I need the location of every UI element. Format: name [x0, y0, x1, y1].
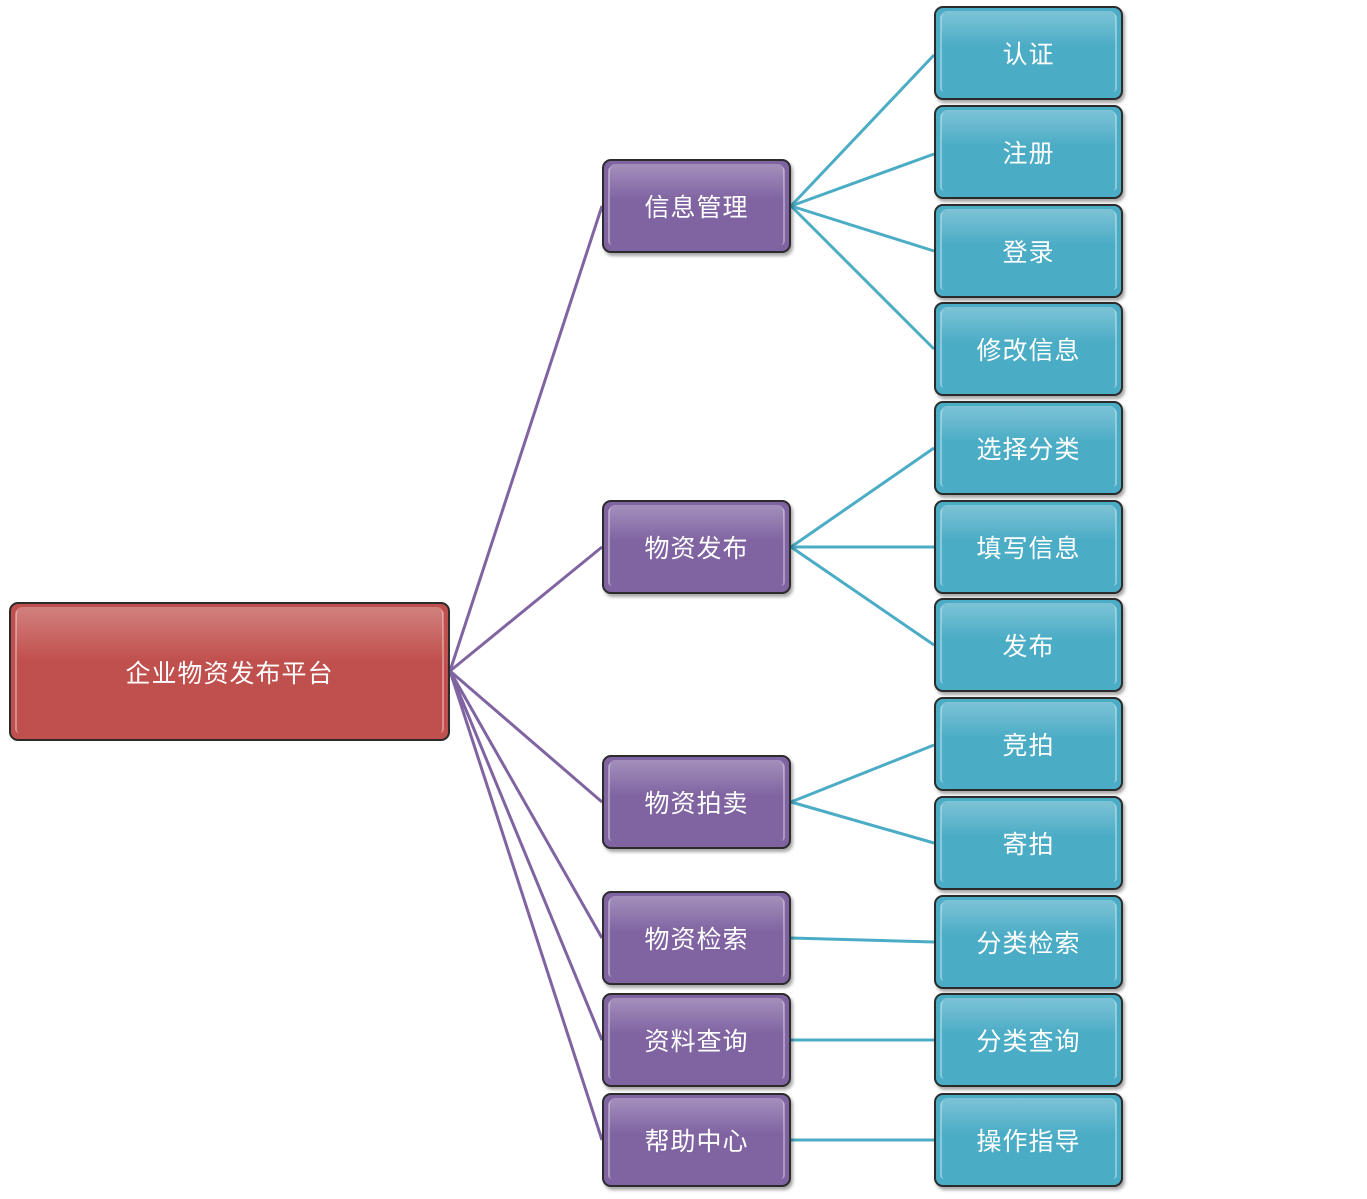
root-label: 企业物资发布平台 [125, 658, 334, 688]
category-label: 物资拍卖 [644, 789, 749, 818]
item-label: 操作指导 [976, 1127, 1081, 1156]
item-label: 登录 [1002, 238, 1055, 267]
item-node-publish: 发布 [934, 598, 1123, 692]
category-node-material-auction: 物资拍卖 [602, 755, 791, 849]
item-node-certification: 认证 [934, 6, 1123, 100]
category-node-data-query: 资料查询 [602, 993, 791, 1087]
category-node-material-publish: 物资发布 [602, 500, 791, 594]
category-node-material-search: 物资检索 [602, 891, 791, 985]
category-to-item-link [790, 545, 935, 647]
category-to-item-link [789, 204, 936, 351]
item-label: 竞拍 [1002, 731, 1055, 760]
item-node-category-search: 分类检索 [934, 895, 1123, 989]
category-to-item-link [790, 800, 935, 845]
item-label: 寄拍 [1002, 830, 1055, 859]
root-to-category-link [448, 670, 604, 1141]
item-node-bid: 竞拍 [934, 697, 1123, 791]
root-to-category-link [448, 205, 604, 672]
item-label: 认证 [1002, 40, 1055, 69]
root-to-category-link [449, 545, 603, 673]
category-to-item-link [790, 936, 935, 944]
root-to-category-link [449, 669, 603, 804]
category-label: 信息管理 [644, 193, 749, 222]
item-node-register: 注册 [934, 105, 1123, 199]
category-to-item-link [790, 743, 935, 804]
item-label: 选择分类 [976, 435, 1081, 464]
category-node-help-center: 帮助中心 [602, 1093, 791, 1187]
root-node: 企业物资发布平台 [9, 602, 450, 741]
category-label: 资料查询 [644, 1027, 749, 1056]
category-label: 物资检索 [644, 925, 749, 954]
item-label: 修改信息 [976, 336, 1081, 365]
item-node-consign-auction: 寄拍 [934, 796, 1123, 890]
item-label: 填写信息 [976, 534, 1081, 563]
category-to-item-link [790, 204, 935, 253]
category-node-info-management: 信息管理 [602, 159, 791, 253]
item-node-category-query: 分类查询 [934, 993, 1123, 1087]
item-label: 分类查询 [976, 1027, 1081, 1056]
category-to-item-link [789, 53, 936, 208]
item-node-operation-guide: 操作指导 [934, 1093, 1123, 1187]
item-label: 分类检索 [976, 929, 1081, 958]
category-label: 帮助中心 [644, 1127, 749, 1156]
category-label: 物资发布 [644, 534, 749, 563]
root-to-category-link [448, 670, 604, 1041]
category-to-item-link [790, 152, 935, 208]
item-node-login: 登录 [934, 204, 1123, 298]
category-to-item-link [790, 446, 935, 549]
item-node-fill-info: 填写信息 [934, 500, 1123, 594]
root-to-category-link [448, 670, 604, 939]
item-node-edit-info: 修改信息 [934, 302, 1123, 396]
item-label: 注册 [1002, 139, 1055, 168]
item-label: 发布 [1002, 632, 1055, 661]
item-node-select-category: 选择分类 [934, 401, 1123, 495]
